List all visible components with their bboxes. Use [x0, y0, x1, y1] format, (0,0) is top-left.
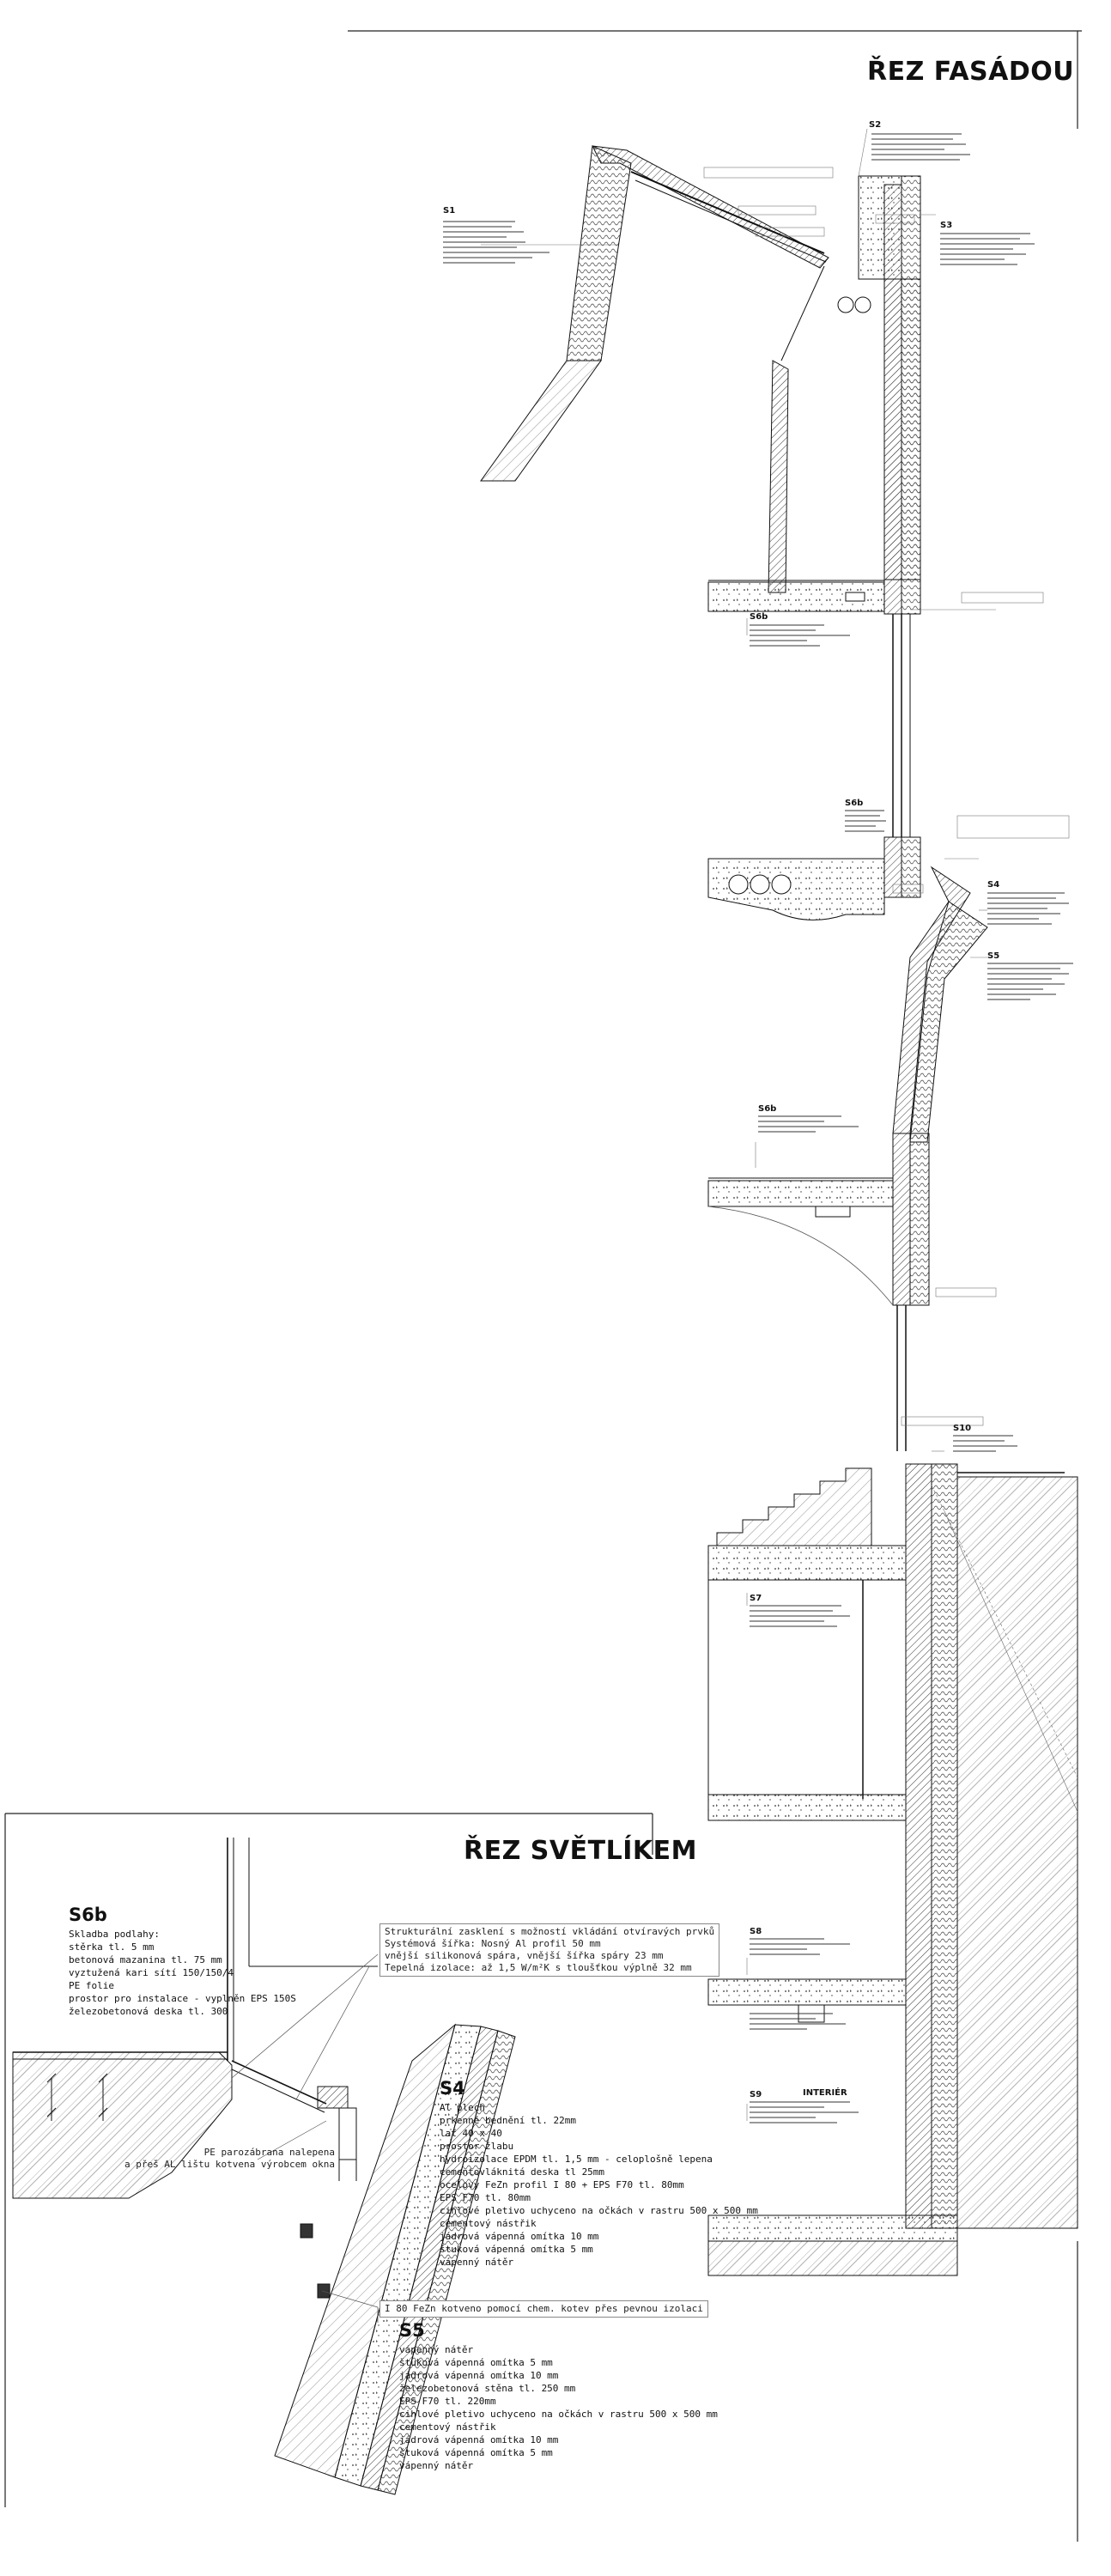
facade-section-drawing	[480, 145, 1078, 2276]
s5-layer: vápenný nátěr	[399, 2460, 474, 2471]
layer-tag-s4: S4	[987, 880, 1000, 890]
s6b-layer: železobetonová deska tl. 300	[69, 2006, 228, 2017]
layer-tag-s1: S1	[443, 206, 456, 216]
structural-glazing-note: Strukturální zasklení s možností vkládán…	[379, 1923, 720, 1977]
s4-composition: S4 Al plech prkenné bednění tl. 22mm lať…	[440, 2078, 758, 2269]
s4-layer: vápenný nátěr	[440, 2257, 514, 2268]
vapour-barrier-note: PE parozábrana nalepena a přeš AL lištu …	[120, 2147, 335, 2171]
s5-layer: cementový nástřik	[399, 2421, 496, 2433]
s6b-heading: Skladba podlahy:	[69, 1929, 160, 1940]
s6b-layer: prostor pro instalace - vyplněn EPS 150S	[69, 1993, 296, 2004]
s5-composition: S5 vápenný nátěr štuková vápenná omítka …	[399, 2320, 718, 2472]
pe-note-line: PE parozábrana nalepena	[203, 2147, 335, 2158]
interior-label: INTERIÉR	[803, 2088, 847, 2098]
s6b-layer: vyztužená kari sítí 150/150/4	[69, 1967, 234, 1978]
stair-steps	[716, 1467, 872, 1546]
s6b-floor-composition: S6b Skladba podlahy: stěrka tl. 5 mm bet…	[69, 1905, 296, 2018]
s4-layer: hydroizolace EPDM tl. 1,5 mm - celoplošn…	[440, 2154, 713, 2165]
s6b-code: S6b	[69, 1905, 107, 1925]
s4-layer: cihlové pletivo uchyceno na očkách v ras…	[440, 2205, 758, 2216]
layer-tag-s2: S2	[869, 120, 882, 130]
s6b-layer: stěrka tl. 5 mm	[69, 1941, 155, 1953]
glazing-note-line: Systémová šířka: Nosný Al profil 50 mm	[385, 1938, 601, 1949]
layer-tag-s9: S9	[750, 2090, 762, 2099]
s5-code: S5	[399, 2320, 425, 2341]
s5-layer: jádrová vápenná omítka 10 mm	[399, 2370, 559, 2381]
layer-tag-s8: S8	[750, 1927, 762, 1936]
s5-layer: jádrová vápenná omítka 10 mm	[399, 2434, 559, 2445]
s5-layer: železobetonová stěna tl. 250 mm	[399, 2383, 576, 2394]
s4-layer: prostor žlabu	[440, 2141, 514, 2152]
s5-layer: cihlové pletivo uchyceno na očkách v ras…	[399, 2409, 718, 2420]
s4-layer: ocelový FeZn profil I 80 + EPS F70 tl. 8…	[440, 2179, 684, 2190]
spec-text-lines	[443, 133, 1073, 2123]
sheet-frame	[4, 30, 1082, 2542]
s4-layer: lať 40 x 40	[440, 2128, 502, 2139]
anchor-note-text: I 80 FeZn kotveno pomocí chem. kotev pře…	[385, 2303, 703, 2314]
glazing-note-line: Tepelná izolace: až 1,5 W/m²K s tloušťko…	[385, 1962, 692, 1973]
glazing-note-line: vnější silikonová spára, vnější šířka sp…	[385, 1950, 664, 1961]
s4-layer: Al plech	[440, 2102, 485, 2113]
s4-layer: štuková vápenná omítka 5 mm	[440, 2244, 593, 2255]
s4-layer: jádrová vápenná omítka 10 mm	[440, 2231, 599, 2242]
s6b-layer: PE folie	[69, 1980, 114, 1991]
s5-layer: štuková vápenná omítka 5 mm	[399, 2447, 553, 2458]
layer-tag-s6b-1: S6b	[750, 612, 768, 622]
s4-layer: cementový nástřik	[440, 2218, 537, 2229]
skylight-detail-drawing	[12, 1838, 516, 2495]
facade-section-title: ŘEZ FASÁDOU	[867, 57, 1075, 87]
layer-tag-s10: S10	[953, 1424, 972, 1433]
layer-tag-s5: S5	[987, 951, 1000, 961]
s4-code: S4	[440, 2078, 465, 2099]
skylight-section-title: ŘEZ SVĚTLÍKEM	[464, 1836, 697, 1866]
s4-layer: EPS F70 tl. 80mm	[440, 2192, 531, 2203]
anchor-note: I 80 FeZn kotveno pomocí chem. kotev pře…	[379, 2300, 708, 2318]
s4-layer: cementovláknitá deska tl 25mm	[440, 2166, 605, 2178]
layer-tag-s3: S3	[940, 221, 953, 230]
pe-note-line: a přeš AL lištu kotvena výrobcem okna	[124, 2159, 335, 2170]
s5-layer: EPS F70 tl. 220mm	[399, 2396, 496, 2407]
callout-leaders	[481, 128, 1070, 2121]
detail-leaders	[231, 1953, 379, 2323]
s4-layer: prkenné bednění tl. 22mm	[440, 2115, 576, 2126]
layer-tag-s7: S7	[750, 1594, 762, 1603]
s5-layer: vápenný nátěr	[399, 2344, 474, 2355]
glazing-note-line: Strukturální zasklení s možností vkládán…	[385, 1926, 715, 1937]
layer-tag-s6b-3: S6b	[758, 1104, 777, 1114]
layer-tag-s6b-2: S6b	[845, 799, 864, 808]
s5-layer: štuková vápenná omítka 5 mm	[399, 2357, 553, 2368]
s6b-layer: betonová mazanina tl. 75 mm	[69, 1954, 222, 1965]
